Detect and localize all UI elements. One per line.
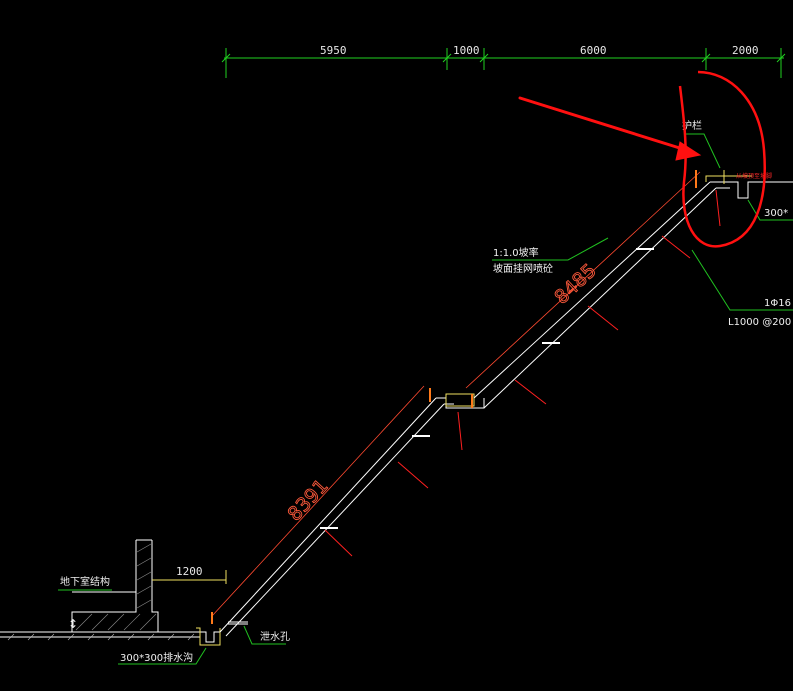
ground-hatch-left: [7, 633, 195, 641]
slope-dim-lower: [211, 385, 425, 617]
slope-dim-upper: [465, 171, 701, 389]
ground-line-left: [0, 631, 200, 638]
railing-detail: [705, 170, 752, 184]
nail-spec-leader: [691, 249, 793, 311]
basement-label: 地下室结构: [60, 575, 110, 588]
top-dim-1: 5950: [320, 44, 347, 57]
nail-heads: [320, 248, 654, 529]
basement-hatch: [75, 543, 157, 631]
basement-structure: [71, 539, 159, 632]
ditch-lower-detail: [196, 627, 221, 646]
slope-upper: [473, 181, 717, 409]
top-dimension-chain: [221, 48, 786, 78]
slope-ratio-label: 1:1.0坡率: [493, 246, 539, 259]
berm-marker-icon: [211, 170, 697, 624]
ditch-lower-label: 300*300排水沟: [120, 651, 193, 664]
top-dim-2: 1000: [453, 44, 480, 57]
railing-leader: [684, 133, 721, 169]
slope-length-upper: 8485: [550, 260, 600, 309]
slope-surface-label: 坡面挂网喷砼: [493, 262, 553, 275]
nail-spec-line1: 1Φ16: [764, 298, 791, 309]
weep-hole-mark: [228, 621, 248, 625]
offset-dimension: [152, 570, 227, 584]
weep-hole-label: 泄水孔: [260, 630, 290, 643]
ditch-top-leader: [747, 199, 793, 221]
nail-spec-line2: L1000 @200: [728, 317, 791, 328]
red-arrow-icon: [518, 96, 702, 161]
ditch-lower-leader: [118, 647, 207, 665]
top-dim-3: 6000: [580, 44, 607, 57]
weep-hole-leader: [243, 625, 286, 645]
soil-nails: [324, 189, 721, 557]
basement-axis-mark: ↕: [68, 617, 78, 631]
top-dim-4: 2000: [732, 44, 759, 57]
slope-lower: [219, 397, 445, 637]
railing-label: 护栏: [682, 119, 702, 132]
offset-dim-text: 1200: [176, 565, 203, 578]
drainage-ditch-lower: [200, 631, 220, 643]
ditch-top-label: 300*: [764, 208, 788, 219]
top-red-note: 从坡顶至坡脚: [736, 172, 772, 180]
slope-label-leader: [492, 237, 609, 261]
berm-ditch: [445, 393, 475, 407]
top-platform: [710, 181, 793, 199]
red-freehand-circle-icon: [678, 70, 766, 248]
